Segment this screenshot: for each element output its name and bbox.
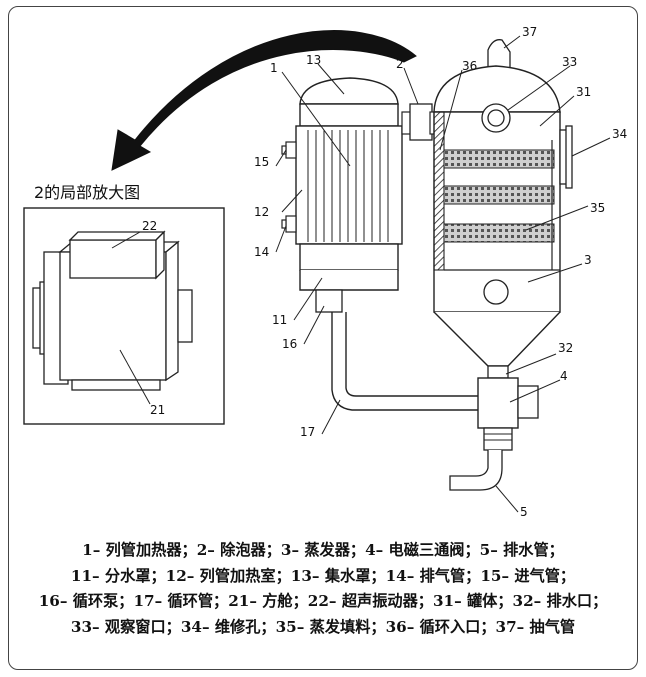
label-13: 13 bbox=[306, 53, 321, 67]
label-5: 5 bbox=[520, 505, 528, 519]
label-14: 14 bbox=[254, 245, 269, 259]
legend: 1– 列管加热器；2– 除泡器；3– 蒸发器；4– 电磁三通阀；5– 排水管； … bbox=[16, 538, 630, 640]
magnify-arrow bbox=[111, 30, 417, 171]
legend-line-1: 1– 列管加热器；2– 除泡器；3– 蒸发器；4– 电磁三通阀；5– 排水管； bbox=[82, 541, 564, 559]
inset-title: 2的局部放大图 bbox=[34, 183, 140, 202]
drain-pipe bbox=[449, 450, 503, 491]
label-15: 15 bbox=[254, 155, 269, 169]
label-12: 12 bbox=[254, 205, 269, 219]
label-2: 2 bbox=[396, 57, 404, 71]
label-34: 34 bbox=[612, 127, 627, 141]
label-22: 22 bbox=[142, 219, 157, 233]
label-36: 36 bbox=[462, 59, 477, 73]
label-33: 33 bbox=[562, 55, 577, 69]
label-17: 17 bbox=[300, 425, 315, 439]
inset-panel: 2的局部放大图 22 21 bbox=[23, 183, 225, 425]
tube-heater bbox=[281, 77, 403, 313]
three-way-valve bbox=[477, 377, 539, 451]
legend-line-4: 33– 观察窗口；34– 维修孔；35– 蒸发填料；36– 循环入口；37– 抽… bbox=[70, 617, 576, 636]
label-3: 3 bbox=[584, 253, 592, 267]
legend-line-2: 11– 分水罩；12– 列管加热室；13– 集水罩；14– 排气管；15– 进气… bbox=[70, 566, 576, 585]
label-32: 32 bbox=[558, 341, 573, 355]
legend-line-3: 16– 循环泵；17– 循环管；21– 方舱；22– 超声振动器；31– 罐体；… bbox=[38, 592, 608, 610]
label-11: 11 bbox=[272, 313, 287, 327]
label-16: 16 bbox=[282, 337, 297, 351]
label-35: 35 bbox=[590, 201, 605, 215]
label-1: 1 bbox=[270, 61, 278, 75]
evaporator bbox=[433, 39, 573, 379]
label-37: 37 bbox=[522, 25, 537, 39]
label-21: 21 bbox=[150, 403, 165, 417]
label-4: 4 bbox=[560, 369, 568, 383]
label-31: 31 bbox=[576, 85, 591, 99]
figure-frame bbox=[8, 6, 638, 670]
inset-ultrasonic-vibrator bbox=[69, 239, 157, 279]
